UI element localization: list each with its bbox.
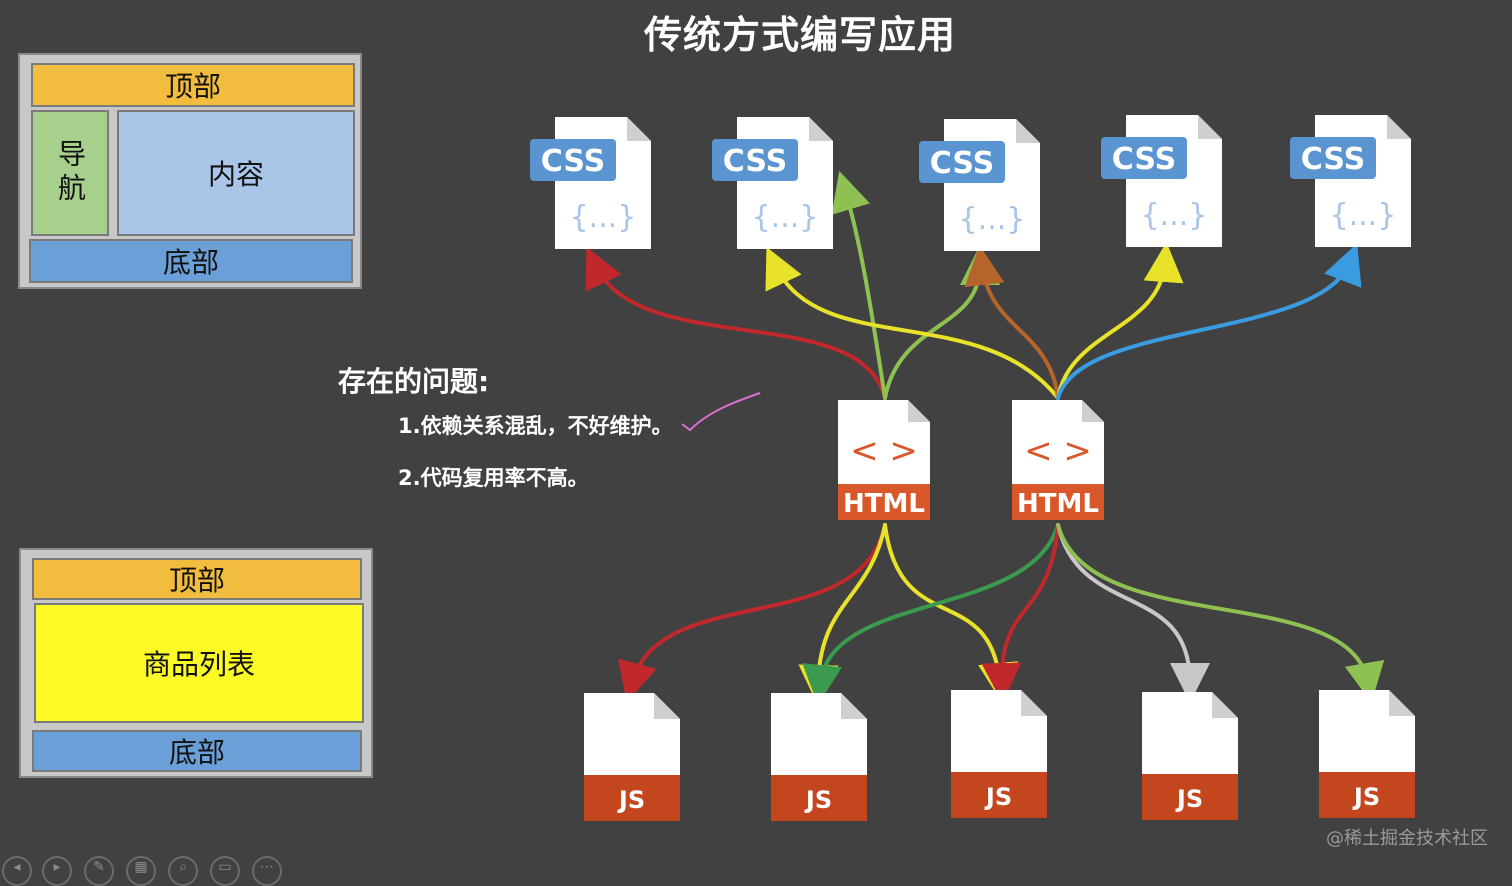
css-file-label: CSS: [541, 144, 605, 179]
layout1-top: 顶部: [31, 63, 355, 107]
zoom-icon[interactable]: ⌕: [168, 856, 198, 886]
js-file-icon: JS: [584, 693, 680, 821]
problems-title: 存在的问题:: [338, 365, 490, 398]
arrow-html2-js4: [1056, 523, 1210, 703]
css-braces-glyph: {...}: [1141, 198, 1208, 233]
slides-icon[interactable]: ▦: [126, 856, 156, 886]
js-file-icon: JS: [1142, 692, 1238, 820]
js-file-label: JS: [1175, 785, 1203, 813]
problem-item-2: 2.代码复用率不高。: [398, 466, 589, 490]
back-icon[interactable]: ◂: [2, 856, 32, 886]
html-brackets-glyph: < >: [850, 431, 918, 471]
html-brackets-glyph: < >: [1024, 431, 1092, 471]
arrow-html1-css1: [585, 246, 887, 400]
css-file-icon: CSS {...}: [919, 119, 1040, 251]
arrow-html1-css2: [831, 170, 887, 400]
css-braces-glyph: {...}: [752, 200, 819, 235]
html-file-icon: HTML < >: [838, 400, 930, 520]
arrow-html2-css4: [1056, 242, 1184, 400]
js-file-icon: JS: [771, 693, 867, 821]
js-file-label: JS: [984, 783, 1012, 811]
css-file-icon: CSS {...}: [712, 117, 833, 249]
watermark: @稀土掘金技术社区: [1326, 828, 1488, 849]
css-file-label: CSS: [1112, 142, 1176, 177]
js-file-label: JS: [804, 786, 832, 814]
css-file-icon: CSS {...}: [1290, 115, 1411, 247]
css-file-label: CSS: [1301, 142, 1365, 177]
arrow-html1-js3: [883, 523, 1018, 703]
html-file-label: HTML: [843, 489, 925, 519]
layout2-bottom: 底部: [32, 730, 362, 772]
layout-diagram-2: 顶部 商品列表 底部: [19, 548, 373, 778]
more-icon[interactable]: ⋯: [252, 856, 282, 886]
css-braces-glyph: {...}: [570, 200, 637, 235]
arrow-html2-js2: [802, 523, 1060, 705]
js-file-icon: JS: [1319, 690, 1415, 818]
arrow-html2-js3: [981, 523, 1060, 703]
css-file-icon: CSS {...}: [1101, 115, 1222, 247]
layout1-bottom: 底部: [29, 239, 353, 283]
slide-title: 传统方式编写应用: [643, 13, 956, 57]
html-file-icon: HTML < >: [1012, 400, 1104, 520]
js-file-label: JS: [1352, 783, 1380, 811]
slideshow-toolbar: ◂ ▸ ✎ ▦ ⌕ ▭ ⋯: [0, 856, 300, 886]
play-icon[interactable]: ▸: [42, 856, 72, 886]
js-file-icon: JS: [951, 690, 1047, 818]
arrow-html1-js1: [617, 523, 887, 703]
layout2-goods: 商品列表: [34, 603, 364, 723]
pen-icon[interactable]: ✎: [84, 856, 114, 886]
arrow-html2-js5: [1056, 523, 1385, 703]
check-mark: [681, 392, 761, 432]
layout1-nav: 导航: [31, 110, 109, 236]
js-file-label: JS: [617, 786, 645, 814]
arrow-html1-js2: [798, 523, 887, 705]
layout1-content: 内容: [117, 110, 355, 236]
arrow-html2-css3: [964, 245, 1060, 400]
layout2-top: 顶部: [32, 558, 362, 600]
arrow-html2-css5: [1056, 243, 1362, 400]
arrow-html2-css2: [765, 246, 1060, 400]
css-file-icon: CSS {...}: [530, 117, 651, 249]
html-file-label: HTML: [1017, 489, 1099, 519]
css-braces-glyph: {...}: [959, 202, 1026, 237]
css-file-label: CSS: [723, 144, 787, 179]
css-braces-glyph: {...}: [1330, 198, 1397, 233]
css-file-label: CSS: [930, 146, 994, 181]
screen-icon[interactable]: ▭: [210, 856, 240, 886]
layout-diagram-1: 顶部 导航 内容 底部: [18, 53, 362, 289]
problem-item-1: 1.依赖关系混乱，不好维护。: [398, 414, 673, 438]
